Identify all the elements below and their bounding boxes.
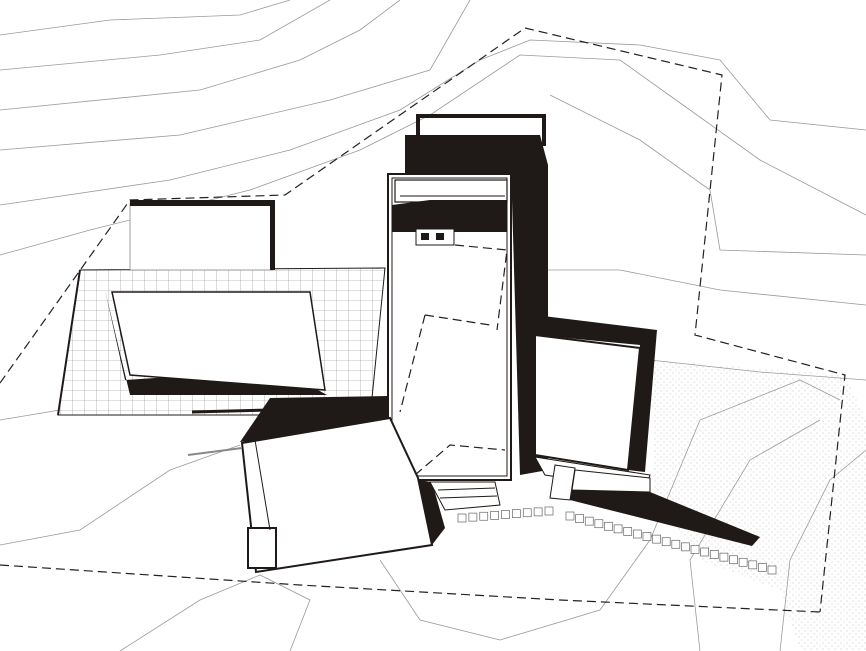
- paver: [479, 511, 489, 521]
- ramp: [549, 464, 760, 546]
- paver: [690, 545, 700, 554]
- paver: [457, 513, 467, 523]
- paver: [613, 524, 623, 534]
- paver: [490, 511, 499, 520]
- paver: [533, 507, 543, 517]
- paver: [767, 565, 777, 575]
- paver: [642, 532, 652, 541]
- paver: [565, 511, 575, 521]
- lower-wing: [240, 396, 445, 574]
- retaining-walls: [57, 269, 271, 456]
- pool: [105, 290, 327, 395]
- paver: [719, 552, 729, 562]
- paver: [522, 508, 532, 518]
- paver: [700, 547, 710, 557]
- paver: [758, 563, 767, 572]
- landscape-stipple-area: [650, 360, 866, 651]
- property-boundary: [0, 27, 846, 613]
- paver: [671, 539, 681, 549]
- paver: [738, 557, 748, 567]
- paver: [594, 519, 604, 529]
- paver: [632, 529, 642, 539]
- paver: [681, 542, 690, 552]
- paver: [512, 509, 521, 518]
- right-wing: [534, 315, 657, 491]
- paver: [501, 510, 510, 519]
- paver: [575, 514, 584, 523]
- paver: [584, 516, 594, 526]
- paver: [604, 521, 613, 531]
- paver: [652, 534, 661, 544]
- paver: [468, 512, 478, 522]
- garage-building: [129, 200, 275, 271]
- paver: [661, 537, 671, 547]
- paver: [709, 550, 719, 559]
- paver: [623, 527, 633, 536]
- paver: [729, 555, 738, 565]
- paver-path: [457, 506, 777, 575]
- entry-steps: [429, 481, 501, 511]
- paver: [748, 560, 758, 570]
- paver: [544, 506, 554, 516]
- tower-building: [387, 114, 548, 481]
